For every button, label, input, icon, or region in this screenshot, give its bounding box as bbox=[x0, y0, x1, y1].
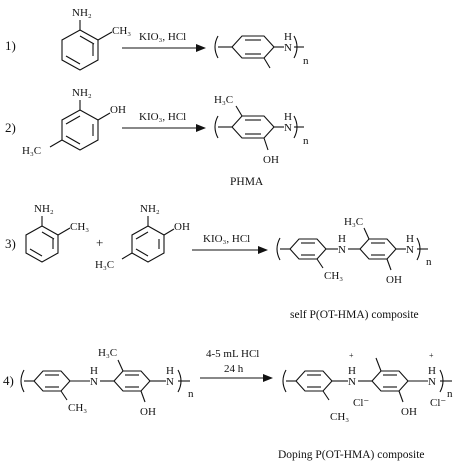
reaction-1: 1) NH₂ CH₃ KIO₃, HCl N H bbox=[5, 7, 309, 71]
reaction-4-conditions-2: 24 h bbox=[224, 363, 244, 375]
reaction-2-product-phma: H₃C N H OH n bbox=[214, 94, 309, 166]
reaction-3-plus: + bbox=[96, 235, 103, 250]
reaction-2-product-oh-label: OH bbox=[263, 154, 279, 166]
reaction-4-product-nh-label: H bbox=[428, 365, 436, 377]
reaction-3-oh-label: OH bbox=[386, 274, 402, 286]
reaction-1-n-atom: N bbox=[284, 42, 292, 54]
reaction-4: 4) CH₃ N H H₃C OH N H n bbox=[3, 347, 453, 461]
reaction-4-product-n-atom: N bbox=[428, 376, 436, 388]
reaction-2-oh-label: OH bbox=[110, 104, 126, 116]
reaction-4-h3c-label: H₃C bbox=[98, 347, 117, 359]
reaction-3-b-h3c-label: H₃C bbox=[95, 259, 114, 271]
reaction-4-arrow bbox=[200, 374, 273, 382]
reaction-2-arrow bbox=[122, 124, 206, 132]
reaction-4-n-atom: N bbox=[166, 376, 174, 388]
reaction-1-nh2-label: NH₂ bbox=[72, 7, 92, 19]
reaction-2: 2) NH₂ OH H₃C KIO₃, HCl bbox=[5, 87, 309, 188]
reaction-3-ch3-label: CH₃ bbox=[324, 270, 343, 282]
reaction-3-nh-label: H bbox=[406, 233, 414, 245]
reaction-3-reactant-o-toluidine: NH₂ CH₃ bbox=[25, 203, 89, 263]
reaction-4-cl-1: Cl⁻ bbox=[353, 397, 369, 409]
reaction-3-h3c-label: H₃C bbox=[344, 216, 363, 228]
reaction-3-a-nh2-label: NH₂ bbox=[34, 203, 54, 215]
reaction-1-repeat-n: n bbox=[303, 55, 309, 67]
reaction-3-b-nh2-label: NH₂ bbox=[140, 203, 160, 215]
reaction-2-caption: PHMA bbox=[230, 176, 264, 188]
reaction-4-oh-label: OH bbox=[140, 406, 156, 418]
reaction-2-nh2-label: NH₂ bbox=[72, 87, 92, 99]
reaction-3-number: 3) bbox=[5, 236, 16, 251]
reaction-2-nh-label: H bbox=[284, 111, 292, 123]
reaction-4-repeat-n: n bbox=[188, 388, 194, 400]
reaction-2-product-h3c-label: H₃C bbox=[214, 94, 233, 106]
reaction-4-cl-2: Cl⁻ bbox=[430, 397, 446, 409]
reaction-2-n-atom: N bbox=[284, 122, 292, 134]
reaction-3-nh-mid-label: H bbox=[338, 233, 346, 245]
reaction-4-product-doped: CH₃ + N H Cl⁻ OH + N H Cl⁻ n bbox=[282, 351, 453, 423]
reaction-4-plus-charge-1: + bbox=[349, 351, 354, 360]
reaction-3-a-ch3-label: CH₃ bbox=[70, 221, 89, 233]
reaction-3: 3) NH₂ CH₃ + NH₂ OH H₃C bbox=[5, 203, 432, 321]
reaction-3-conditions: KIO₃, HCl bbox=[203, 233, 250, 245]
reaction-1-product-pot: N H n bbox=[214, 31, 309, 69]
reaction-2-reactant-amino-cresol: NH₂ OH H₃C bbox=[22, 87, 126, 157]
reaction-3-b-oh-label: OH bbox=[174, 221, 190, 233]
reaction-3-nh-mid-n: N bbox=[338, 244, 346, 256]
reaction-1-arrow bbox=[122, 44, 206, 52]
reaction-3-caption: self P(OT-HMA) composite bbox=[290, 309, 419, 321]
reaction-4-product-repeat-n: n bbox=[447, 388, 453, 400]
reaction-4-product-oh-label: OH bbox=[401, 406, 417, 418]
reaction-2-number: 2) bbox=[5, 120, 16, 135]
reaction-4-product-nh-mid-label: H bbox=[348, 365, 356, 377]
reaction-4-plus-charge-2: + bbox=[429, 351, 434, 360]
reaction-4-reactant-copolymer: CH₃ N H H₃C OH N H n bbox=[20, 347, 194, 418]
reaction-3-arrow bbox=[192, 246, 268, 254]
reaction-4-nh-mid-label: H bbox=[90, 365, 98, 377]
reaction-4-product-nh-mid-n: N bbox=[348, 376, 356, 388]
reaction-1-number: 1) bbox=[5, 38, 16, 53]
reaction-2-h3c-label: H₃C bbox=[22, 145, 41, 157]
reaction-1-reactant-o-toluidine: NH₂ CH₃ bbox=[61, 7, 131, 71]
reaction-4-number: 4) bbox=[3, 373, 14, 388]
reaction-1-conditions: KIO₃, HCl bbox=[139, 31, 186, 43]
reaction-4-nh-mid-n: N bbox=[90, 376, 98, 388]
reaction-1-ch3-label: CH₃ bbox=[112, 25, 131, 37]
reaction-2-conditions: KIO₃, HCl bbox=[139, 111, 186, 123]
reaction-3-n-atom: N bbox=[406, 244, 414, 256]
reaction-3-repeat-n: n bbox=[426, 256, 432, 268]
reaction-3-reactant-amino-cresol: NH₂ OH H₃C bbox=[95, 203, 190, 271]
reaction-3-product-copolymer: CH₃ N H H₃C OH N H n bbox=[276, 216, 432, 286]
reaction-4-product-ch3-label: CH₃ bbox=[330, 411, 349, 423]
reaction-2-repeat-n: n bbox=[303, 135, 309, 147]
reaction-4-caption: Doping P(OT-HMA) composite bbox=[278, 449, 425, 461]
reaction-4-conditions: 4-5 mL HCl bbox=[206, 348, 259, 360]
reaction-4-ch3-label: CH₃ bbox=[68, 402, 87, 414]
reaction-4-nh-label: H bbox=[166, 365, 174, 377]
reaction-1-nh-label: H bbox=[284, 31, 292, 43]
